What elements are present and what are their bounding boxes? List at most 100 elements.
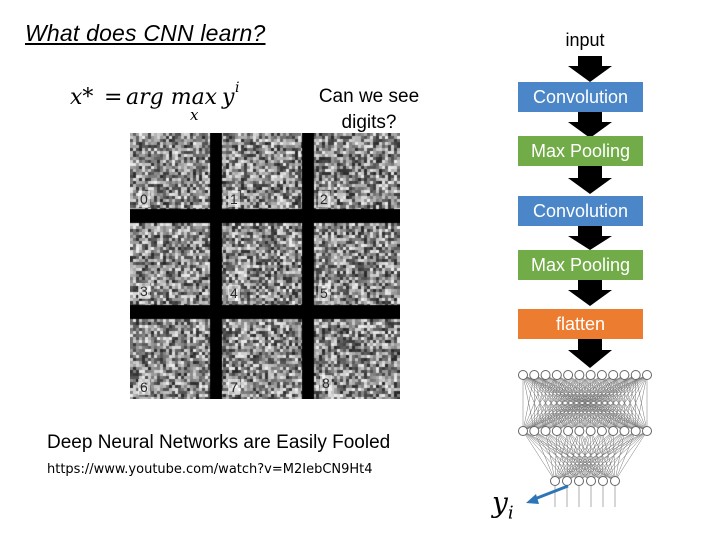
stage-maxpool-2: Max Pooling — [518, 250, 643, 280]
network-node — [598, 476, 608, 486]
network-node — [596, 426, 607, 436]
network-edge — [522, 374, 580, 432]
network-edge — [567, 430, 580, 482]
network-edge — [635, 374, 648, 432]
network-edge — [522, 374, 648, 432]
network-edge — [522, 374, 546, 432]
cell-label-1: 1 — [228, 191, 240, 207]
network-edge — [579, 430, 592, 482]
network-edge — [522, 430, 592, 482]
network-edge — [567, 374, 648, 432]
network-node — [551, 370, 562, 380]
network-edge — [556, 430, 592, 482]
network-edge — [614, 430, 636, 482]
cell-label-6: 6 — [138, 379, 150, 395]
network-node — [574, 476, 584, 486]
network-node — [642, 370, 652, 380]
network-edge — [624, 374, 648, 432]
network-edge — [566, 430, 569, 482]
network-edge — [590, 430, 616, 482]
network-node — [608, 426, 619, 436]
network-edge — [601, 374, 648, 432]
network-edge — [522, 374, 535, 432]
network-edge — [534, 430, 568, 482]
network-edge — [545, 430, 616, 482]
network-diagram — [518, 370, 652, 507]
network-edge — [556, 430, 604, 482]
network-edge — [554, 430, 591, 482]
output-label: yi — [492, 486, 514, 524]
network-node — [630, 426, 641, 436]
network-node — [619, 426, 630, 436]
network-node — [540, 426, 551, 436]
cell-label-7: 7 — [228, 379, 240, 395]
network-edge — [601, 430, 604, 482]
formula-term: y — [221, 85, 235, 110]
fully-connected-network — [515, 365, 655, 515]
network-node — [586, 476, 596, 486]
network-edge — [522, 374, 591, 432]
network-edge — [522, 374, 603, 432]
network-edge — [522, 374, 625, 432]
output-arrow — [526, 484, 569, 504]
stage-convolution-2: Convolution — [518, 196, 643, 226]
down-arrow-icon — [568, 166, 612, 194]
network-edge — [522, 430, 568, 482]
stage-convolution-1: Convolution — [518, 82, 643, 112]
cell-label-5: 5 — [318, 285, 330, 301]
network-node — [529, 370, 540, 380]
network-edge — [556, 430, 616, 482]
network-edge — [545, 430, 604, 482]
network-edge — [566, 430, 591, 482]
network-node — [574, 370, 585, 380]
network-node — [551, 426, 562, 436]
network-node — [642, 426, 652, 436]
network-edge — [579, 374, 648, 432]
network-edge — [522, 374, 636, 432]
formula-equals: = — [104, 85, 122, 110]
network-edge — [554, 430, 558, 482]
network-node — [540, 370, 551, 380]
pipeline-arrows — [568, 56, 612, 368]
network-node — [518, 426, 528, 436]
down-arrow-icon — [568, 56, 612, 82]
network-edge — [567, 430, 592, 482]
network-edge — [554, 430, 636, 482]
down-arrow-icon — [568, 338, 612, 368]
network-edge — [614, 430, 648, 482]
stage-maxpool-1: Max Pooling — [518, 136, 643, 166]
network-node — [563, 370, 574, 380]
network-edge — [545, 374, 648, 432]
network-edge — [566, 430, 580, 482]
network-edge — [534, 430, 556, 482]
network-node — [585, 426, 596, 436]
network-edge — [534, 430, 604, 482]
input-label: input — [565, 30, 605, 50]
network-edge — [554, 430, 603, 482]
output-label-sub: i — [507, 502, 514, 524]
network-edge — [578, 430, 591, 482]
noise-canvas — [130, 133, 400, 399]
down-arrow-icon — [568, 226, 612, 250]
network-node — [529, 426, 540, 436]
network-edge — [590, 430, 614, 482]
formula-superscript: i — [235, 80, 239, 96]
noise-image-grid: 0 1 2 3 4 5 6 7 8 — [130, 133, 400, 399]
network-edge — [545, 430, 556, 482]
network-edge — [545, 430, 568, 482]
cell-label-4: 4 — [228, 285, 240, 301]
output-arrow-line — [531, 484, 569, 502]
network-edge — [556, 430, 580, 482]
cell-label-8: 8 — [320, 375, 332, 391]
network-node — [630, 370, 641, 380]
source-link[interactable]: https://www.youtube.com/watch?v=M2IebCN9… — [47, 462, 373, 477]
network-edge — [522, 430, 580, 482]
network-edge — [554, 430, 648, 482]
network-node — [518, 370, 528, 380]
network-edge — [534, 430, 580, 482]
caption-text: Deep Neural Networks are Easily Fooled — [47, 432, 391, 453]
network-edge — [602, 430, 648, 482]
network-edge — [614, 430, 625, 482]
cell-label-3: 3 — [138, 283, 150, 299]
network-edge — [602, 430, 614, 482]
